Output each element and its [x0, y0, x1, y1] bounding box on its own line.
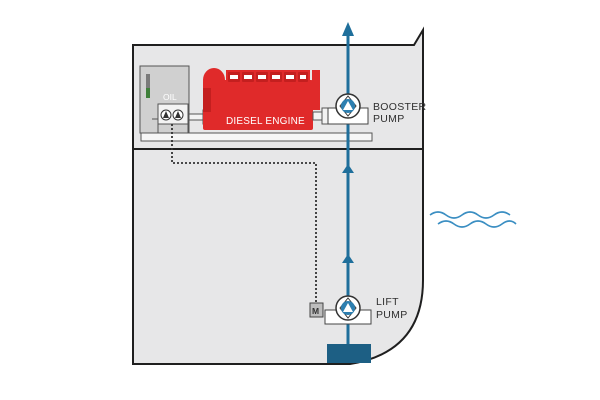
- water-waves-icon: [429, 211, 517, 228]
- booster-pump-label-line1: BOOSTER: [373, 101, 427, 113]
- arrow-up-icon: [342, 164, 354, 173]
- lift-pump: [324, 295, 372, 325]
- sea-chest: [327, 344, 371, 363]
- motor-label: M: [312, 306, 319, 316]
- oil-tank: OIL: [139, 65, 190, 134]
- lift-pump-label-line2: PUMP: [376, 309, 408, 321]
- oil-pump-icon: [160, 109, 184, 121]
- lift-pump-label-line1: LIFT: [376, 296, 399, 308]
- diesel-engine: DIESEL ENGINE: [203, 68, 320, 130]
- arrow-up-icon: [342, 254, 354, 263]
- arrow-up-icon: [342, 22, 354, 36]
- booster-pump-label-line2: PUMP: [373, 113, 405, 125]
- machinery-platform: [140, 132, 373, 142]
- booster-pump: [327, 93, 369, 125]
- motor-box: [309, 302, 324, 318]
- oil-label: OIL: [163, 92, 177, 102]
- diesel-engine-label: DIESEL ENGINE: [226, 116, 305, 127]
